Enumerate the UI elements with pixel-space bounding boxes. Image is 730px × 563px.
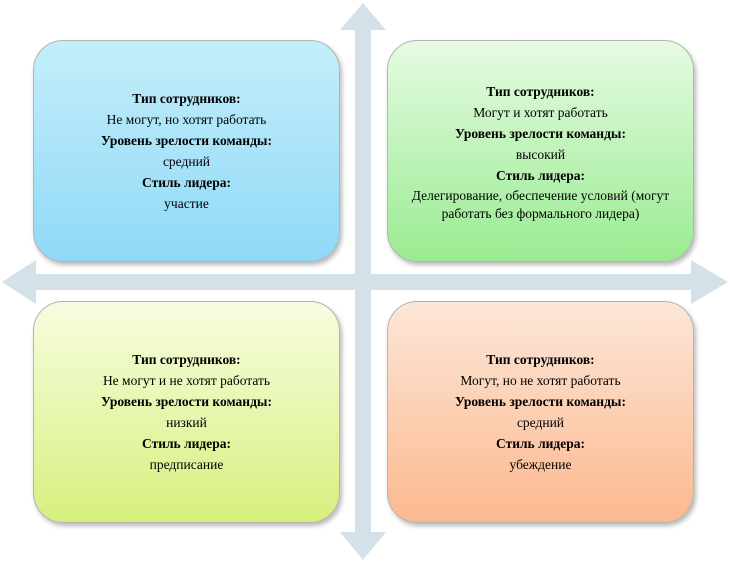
team-maturity-label: Уровень зрелости команды:: [455, 125, 626, 141]
vertical-axis-arrow: [340, 3, 386, 560]
employee-type-label: Тип сотрудников:: [486, 352, 595, 367]
leader-style-value: убеждение: [509, 457, 572, 472]
employee-type-value: Не могут, но хотят работать: [106, 112, 267, 127]
quadrant-top-right: Тип сотрудников: Могут и хотят работать …: [387, 40, 694, 262]
team-maturity-label: Уровень зрелости команды:: [101, 394, 272, 409]
team-maturity-value: низкий: [166, 415, 207, 430]
leader-style-label: Стиль лидера:: [496, 436, 585, 451]
quadrant-bottom-right: Тип сотрудников: Могут, но не хотят рабо…: [387, 301, 694, 523]
team-maturity-value: высокий: [515, 146, 566, 162]
quadrant-bottom-left: Тип сотрудников: Не могут и не хотят раб…: [33, 301, 340, 523]
leader-style-value-line-2: работать без формального лидера): [441, 205, 640, 221]
leader-style-value: участие: [164, 196, 209, 211]
team-maturity-label: Уровень зрелости команды:: [101, 133, 272, 148]
team-maturity-value: средний: [516, 415, 565, 430]
employee-type-value: Могут, но не хотят работать: [460, 373, 621, 388]
team-maturity-label: Уровень зрелости команды:: [455, 394, 626, 409]
leader-style-label: Стиль лидера:: [142, 436, 231, 451]
employee-type-label: Тип сотрудников:: [132, 352, 241, 367]
employee-type-value: Не могут и не хотят работать: [102, 373, 271, 388]
leader-style-value: предписание: [149, 457, 224, 472]
leader-style-label: Стиль лидера:: [496, 167, 585, 183]
team-maturity-value: средний: [162, 154, 211, 169]
employee-type-label: Тип сотрудников:: [132, 91, 241, 106]
leader-style-label: Стиль лидера:: [142, 175, 231, 190]
quadrant-top-left: Тип сотрудников: Не могут, но хотят рабо…: [33, 40, 340, 262]
employee-type-label: Тип сотрудников:: [486, 83, 595, 99]
leader-style-value-line-1: Делегирование, обеспечение условий (могу…: [411, 187, 670, 203]
employee-type-value: Могут и хотят работать: [473, 104, 608, 120]
